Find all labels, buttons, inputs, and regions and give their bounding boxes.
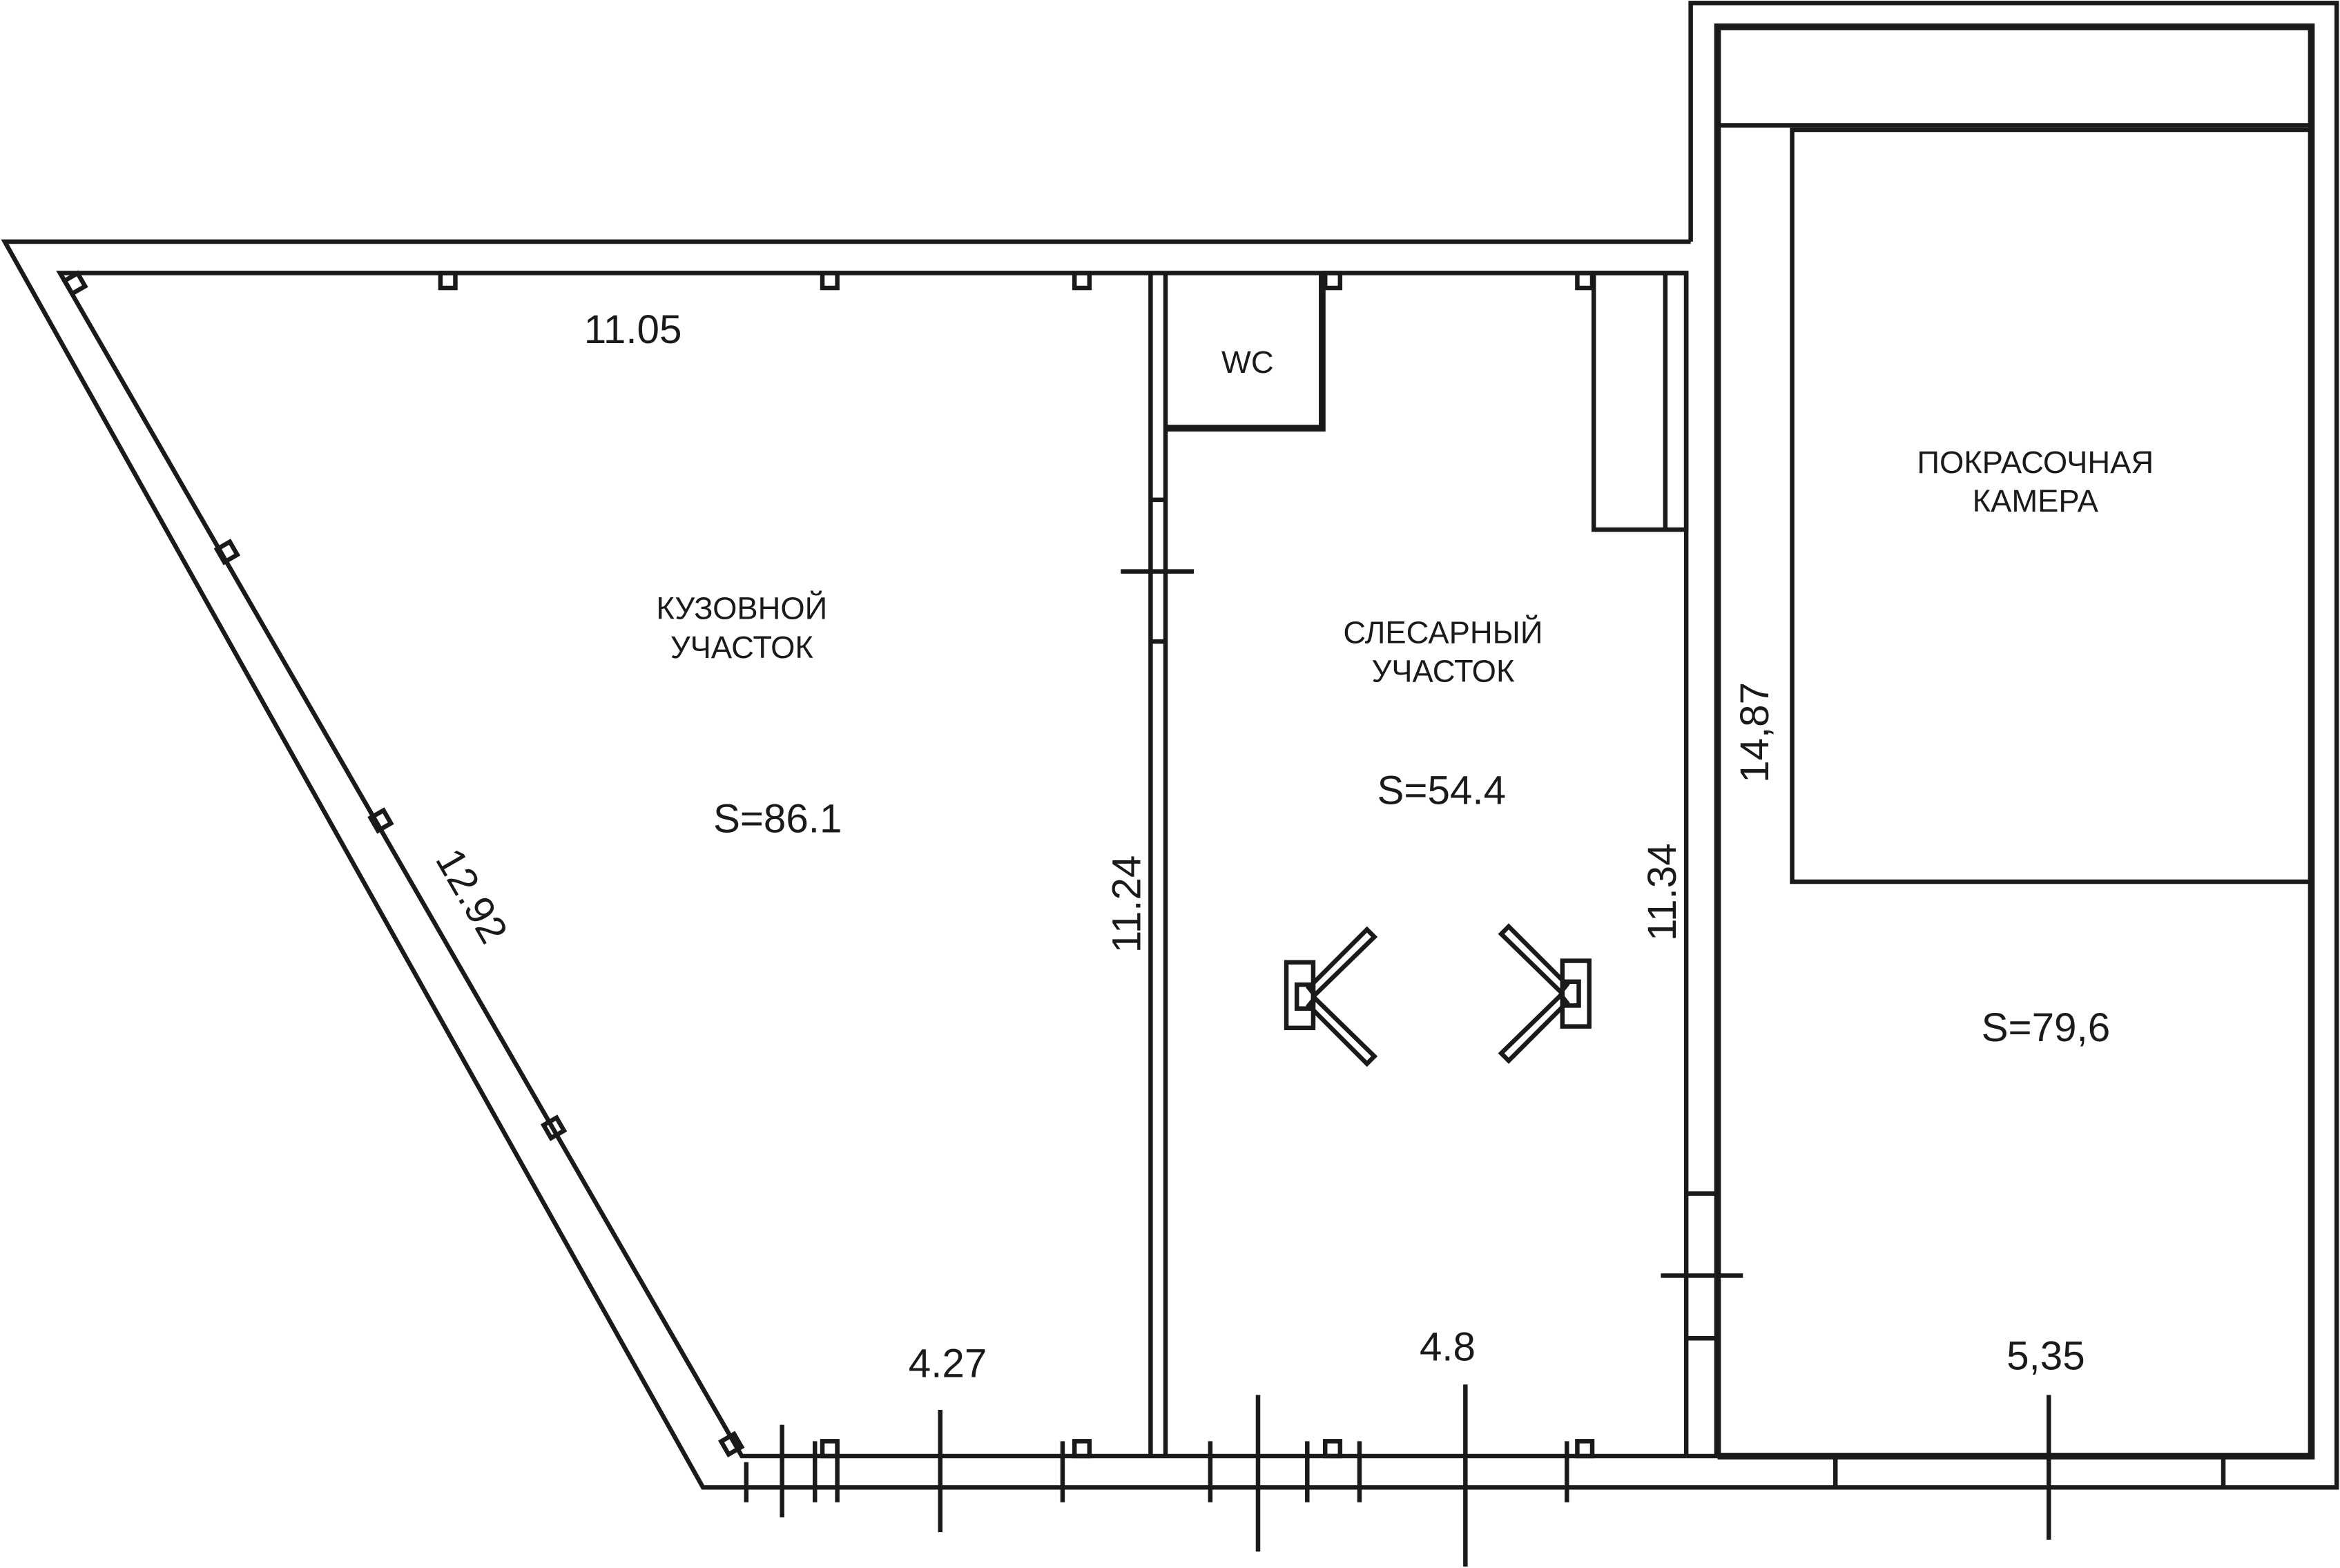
- body-shop-label-2: УЧАСТОК: [670, 630, 814, 665]
- repair-shop-label-2: УЧАСТОК: [1371, 653, 1515, 688]
- dim-top-left: 11.05: [584, 307, 682, 352]
- dim-bottom-middle: 4.8: [1420, 1325, 1476, 1370]
- inner-wall-left: [56, 271, 1689, 1459]
- dim-bottom-right: 5,35: [2007, 1334, 2085, 1379]
- wc-room: WC: [1166, 273, 1326, 432]
- lift-left: [1284, 926, 1378, 1067]
- paint-booth-label-2: КАМЕРА: [1973, 483, 2099, 519]
- dim-partition-left: 11.24: [1104, 855, 1149, 954]
- dimension-ticks: [744, 1384, 2051, 1567]
- partition: [1121, 273, 1743, 1456]
- repair-shop-area: S=54.4: [1377, 768, 1506, 813]
- room-labels: КУЗОВНОЙ УЧАСТОК S=86.1 СЛЕСАРНЫЙ УЧАСТО…: [656, 590, 2110, 1051]
- wc-label: WC: [1221, 345, 1274, 380]
- dim-partition-right: 11.34: [1640, 843, 1685, 941]
- dim-right-wall: 14,87: [1732, 682, 1777, 783]
- lift-right: [1498, 923, 1592, 1064]
- repair-shop-label-1: СЛЕСАРНЫЙ: [1343, 614, 1543, 650]
- columns: [61, 270, 1595, 1459]
- dim-bottom-left: 4.27: [909, 1341, 987, 1386]
- body-shop-area: S=86.1: [713, 797, 842, 842]
- paint-room-area: S=79,6: [1982, 1005, 2111, 1050]
- body-shop-label-1: КУЗОВНОЙ: [656, 590, 827, 626]
- cabinet: [1591, 271, 1689, 532]
- car-lifts: [1284, 923, 1592, 1067]
- dimension-labels: 11.05 12.92 11.24 11.34 14,87 4.27 4.8 5…: [427, 307, 2085, 1386]
- outer-wall: [1, 1, 2339, 1490]
- paint-booth: ПОКРАСОЧНАЯ КАМЕРА: [1717, 123, 2314, 884]
- inner-wall-right: [1714, 23, 2315, 1460]
- walls: [1, 1, 2339, 1490]
- paint-booth-label-1: ПОКРАСОЧНАЯ: [1917, 445, 2154, 480]
